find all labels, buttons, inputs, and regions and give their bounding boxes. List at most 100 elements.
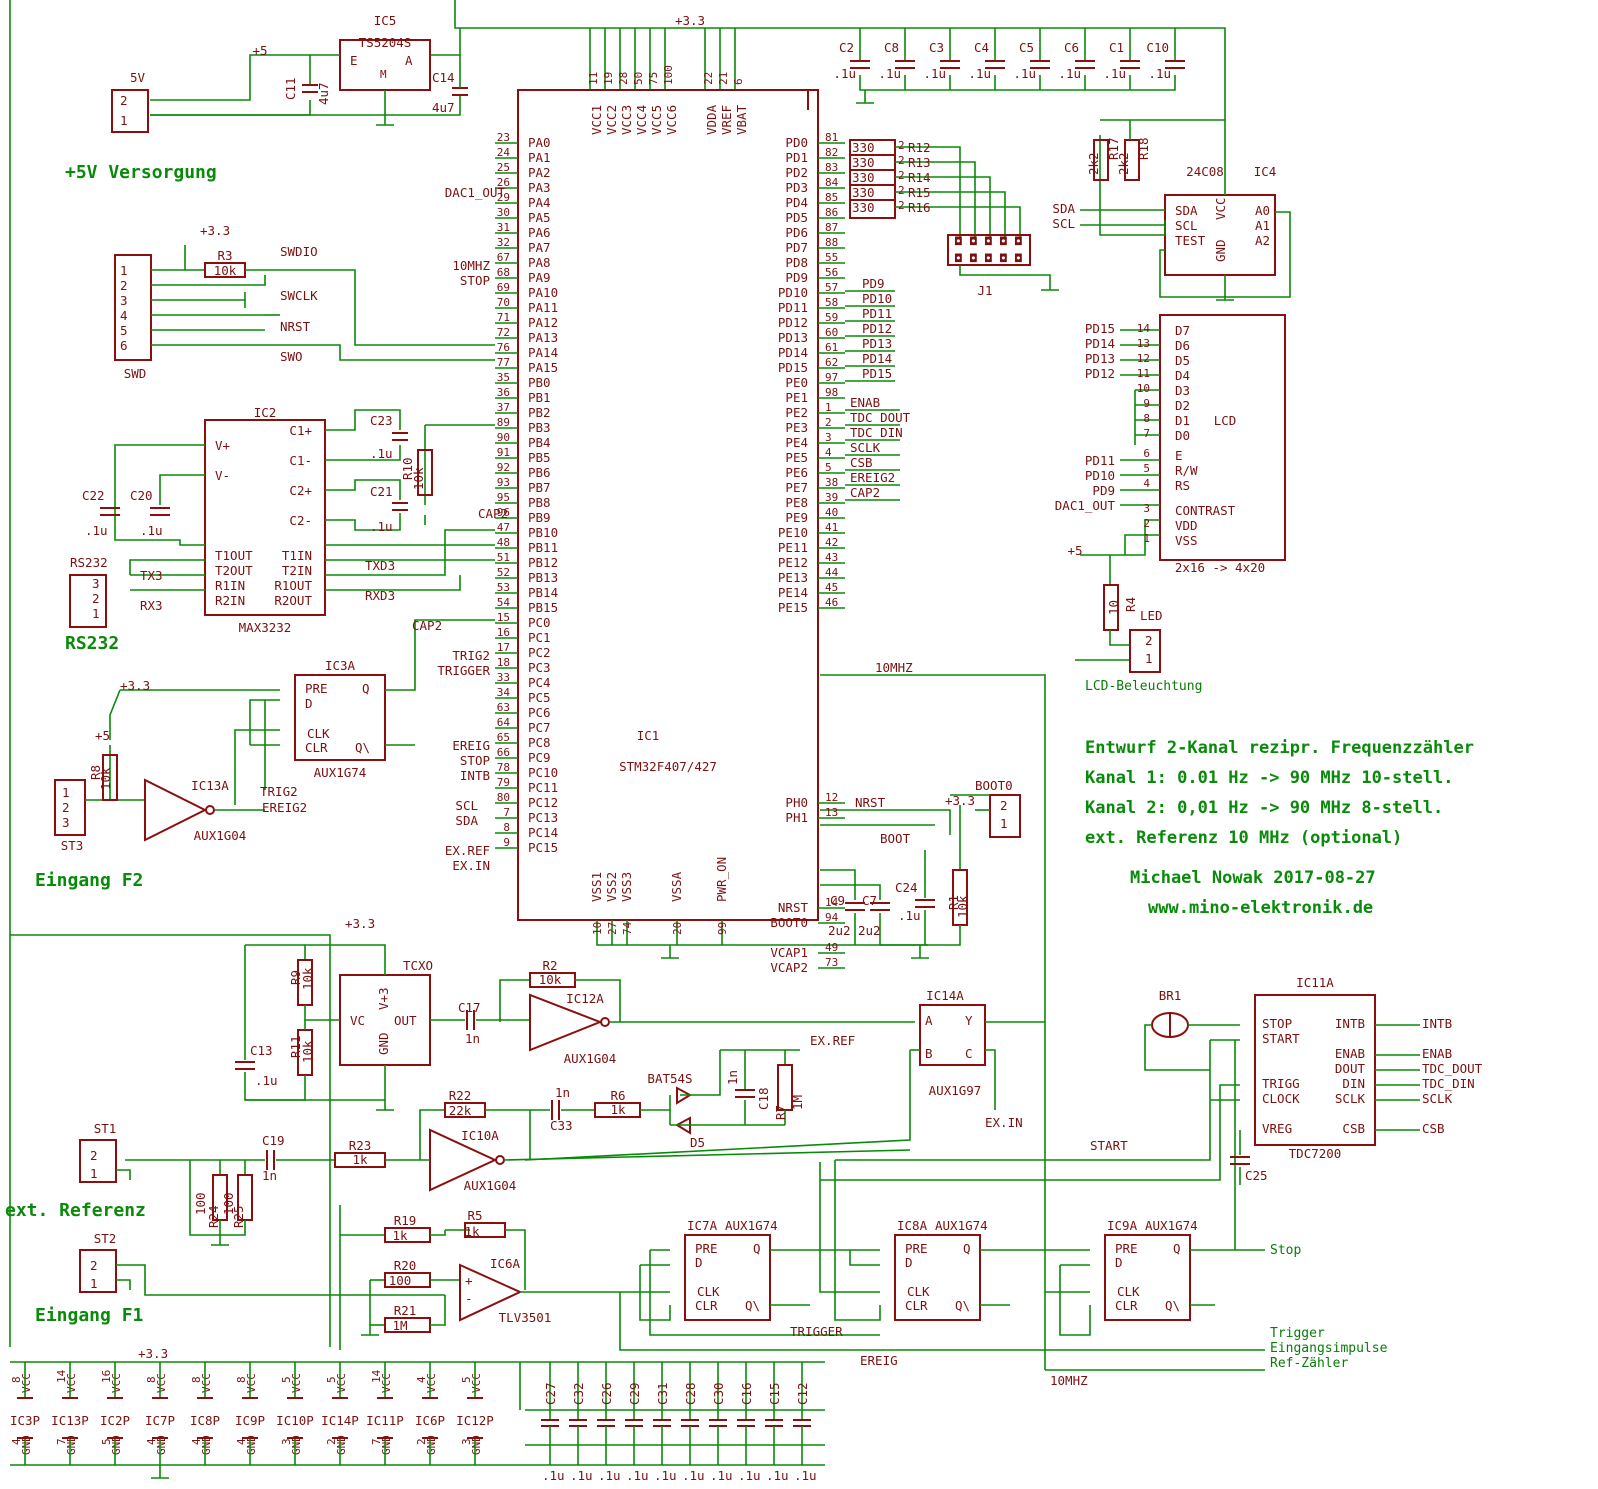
ic3a-part: AUX1G74 [314, 765, 367, 780]
lcd-pin-number: 14 [1137, 322, 1151, 335]
title-line-3: Kanal 2: 0,01 Hz -> 90 MHz 8-stell. [1085, 798, 1444, 818]
net-pe-3: SCLK [850, 440, 881, 455]
net-cap2: CAP2 [478, 506, 508, 521]
power-pin: VCC [200, 1373, 213, 1393]
r-network-value: 330 [852, 185, 875, 200]
swd-pin-num: 2 [120, 278, 128, 293]
swd-label: SWD [124, 366, 147, 381]
net-exin: EX.IN [452, 858, 490, 873]
net-tx3: TX3 [140, 568, 163, 583]
r18-ref: R18 [1136, 137, 1151, 160]
decoupling-value: .1u [598, 1468, 621, 1483]
c23-ref: C23 [370, 413, 393, 428]
net-pe-4: CSB [850, 455, 873, 470]
ic1-pin-name: PA15 [528, 360, 558, 375]
r20-ref: R20 [394, 1258, 417, 1273]
ic1-pin-name: PE1 [785, 390, 808, 405]
ic1-pin-name: VSSA [669, 871, 684, 902]
lcd-pin-number: 13 [1137, 337, 1150, 350]
tdc-pin: VREG [1262, 1121, 1292, 1136]
power-pin: GND [65, 1435, 78, 1455]
tdc-net: CSB [1422, 1121, 1445, 1136]
power-pin-num: 5 [100, 1438, 113, 1445]
ic1-pin-name: PC4 [528, 675, 551, 690]
lcd-pin-name: VSS [1175, 533, 1198, 548]
ic1-pin-name: PA2 [528, 165, 551, 180]
website: www.mino-elektronik.de [1148, 898, 1374, 918]
decoupling-cap-ref: C3 [929, 40, 944, 55]
ic11a-part: TDC7200 [1289, 1146, 1342, 1161]
ic1-pin-number: 36 [497, 386, 510, 399]
ic1-pin-number: 5 [825, 461, 832, 474]
ic1-pin-name: VBAT [734, 104, 749, 135]
ic1-pin-number: 4 [825, 446, 832, 459]
ic1-pin-name: PA8 [528, 255, 551, 270]
pin-num: 2 [898, 169, 905, 182]
decoupling-cap-ref: C5 [1019, 40, 1034, 55]
ic1-pin-name: PC7 [528, 720, 551, 735]
pin-num: 2 [898, 154, 905, 167]
ic1-pin-number: 44 [825, 566, 839, 579]
ic1-pin-name: PE9 [785, 510, 808, 525]
c17-value: 1n [465, 1031, 480, 1046]
connector-5v [111, 89, 149, 133]
ic1-pin-name: VREF [719, 105, 734, 135]
c24-ref: C24 [895, 880, 918, 895]
rail-5v-st3: +5 [95, 728, 110, 743]
net-pe-5: EREIG2 [850, 470, 895, 485]
ic1-pin-name: PB6 [528, 465, 551, 480]
ic1-pin-name: VSS1 [589, 872, 604, 902]
lcd-pin-name: D4 [1175, 368, 1190, 383]
ic1-pin-name: PC2 [528, 645, 551, 660]
net-pe-2: TDC_DIN [850, 425, 903, 440]
st1-label: ST1 [94, 1121, 117, 1136]
lcd-net: PD10 [1085, 468, 1115, 483]
lcd-pin-number: 2 [1143, 517, 1150, 530]
ic1-pin-name: PA12 [528, 315, 558, 330]
ic1-pin-number: 68 [497, 266, 510, 279]
ic1-pin-number: 10 [591, 922, 604, 935]
c13-ref: C13 [250, 1043, 273, 1058]
decoupling-cap-ref: C8 [884, 40, 899, 55]
power-pin: VCC [245, 1373, 258, 1393]
ic1-pin-name: PA3 [528, 180, 551, 195]
title-block: Entwurf 2-Kanal rezipr. Frequenzzähler K… [1085, 733, 1474, 853]
ic1-pin-number: 47 [497, 521, 510, 534]
r-network-value: 330 [852, 170, 875, 185]
ic1-pin-number: 94 [825, 911, 839, 924]
st3-pin-num: 1 [62, 785, 70, 800]
r11-value: 10k [300, 1040, 315, 1063]
lcd-pin-number: 9 [1143, 397, 1150, 410]
decoupling-cap-ref: C4 [974, 40, 989, 55]
ic4-pin: SCL [1175, 218, 1198, 233]
pin-num: 2 [1000, 798, 1008, 813]
power-pin-num: 7 [55, 1438, 68, 1445]
power-pin: VCC [20, 1373, 33, 1393]
ic1-pin-number: 20 [671, 922, 684, 935]
ic1-pin-name: PE4 [785, 435, 808, 450]
ic1-pin-number: 37 [497, 401, 510, 414]
tdc-pin: STOP [1262, 1016, 1292, 1031]
r7-ref: R7 [773, 1105, 788, 1120]
ic1-pin-name: VCC6 [664, 105, 679, 135]
ic5-pin: M [380, 68, 387, 81]
net-exref-ic10: EX.REF [810, 1033, 855, 1048]
ic14a-part: AUX1G97 [929, 1083, 982, 1098]
ic1-pin-number: 56 [825, 266, 838, 279]
power-pin: GND [335, 1435, 348, 1455]
ic1-pin-name: VCC1 [589, 105, 604, 135]
ic1-pin-number: 19 [602, 72, 615, 85]
c22-ref: C22 [82, 488, 105, 503]
pin-num: 2 [898, 139, 905, 152]
pin-num: 1 [90, 1276, 98, 1291]
lcd-ref: LCD [1214, 413, 1237, 428]
ic1-pin-number: 30 [497, 206, 510, 219]
r-network-ref: R12 [908, 140, 931, 155]
ic1-pin-number: 55 [825, 251, 838, 264]
ic1-pin-name: PD10 [778, 285, 808, 300]
decoupling-cap-value: .1u [1103, 66, 1126, 81]
r10-ref: R10 [400, 457, 415, 480]
power-pin-num: 16 [100, 1370, 113, 1383]
rs232-connector-label: RS232 [70, 555, 108, 570]
ff-ref: IC8A [897, 1218, 928, 1233]
